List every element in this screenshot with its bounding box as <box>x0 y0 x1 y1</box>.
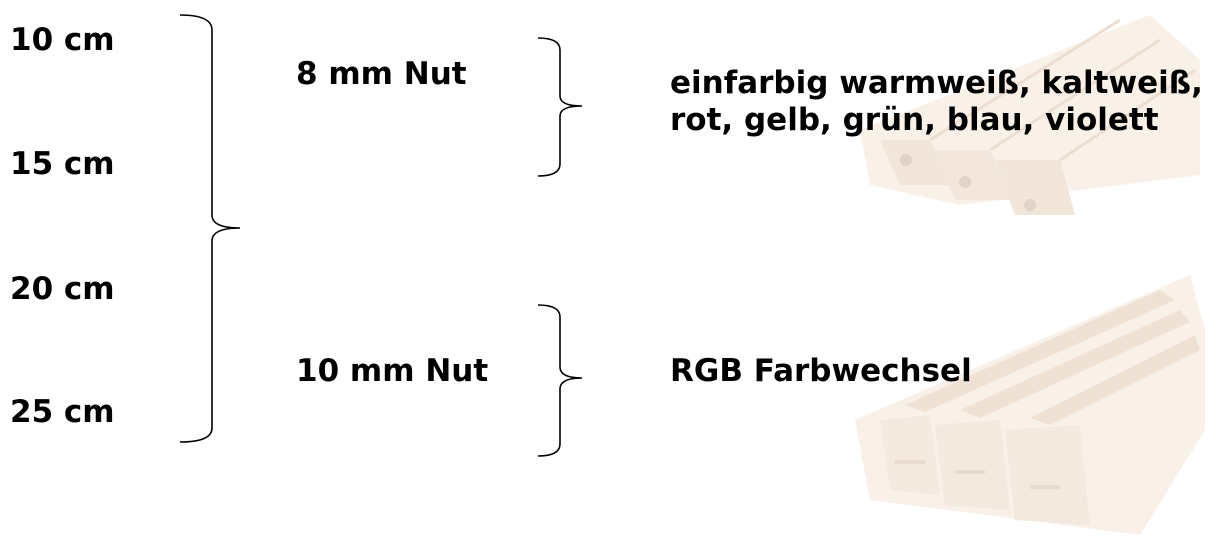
groove-label-8mm: 8 mm Nut <box>296 56 467 92</box>
led-profile-top-image <box>860 15 1200 215</box>
size-label-25cm: 25 cm <box>10 394 115 430</box>
size-label-10cm: 10 cm <box>10 22 115 58</box>
led-profile-bottom-image <box>855 275 1205 535</box>
size-label-20cm: 20 cm <box>10 271 115 307</box>
groove-10mm-bracket <box>537 304 583 457</box>
color-options-line2: rot, gelb, grün, blau, violett <box>670 102 1159 138</box>
size-bracket <box>179 14 241 443</box>
size-label-15cm: 15 cm <box>10 146 115 182</box>
groove-8mm-bracket <box>537 37 583 177</box>
rgb-option-label: RGB Farbwechsel <box>670 353 972 389</box>
groove-label-10mm: 10 mm Nut <box>296 353 489 389</box>
color-options-line1: einfarbig warmweiß, kaltweiß, <box>670 65 1203 101</box>
